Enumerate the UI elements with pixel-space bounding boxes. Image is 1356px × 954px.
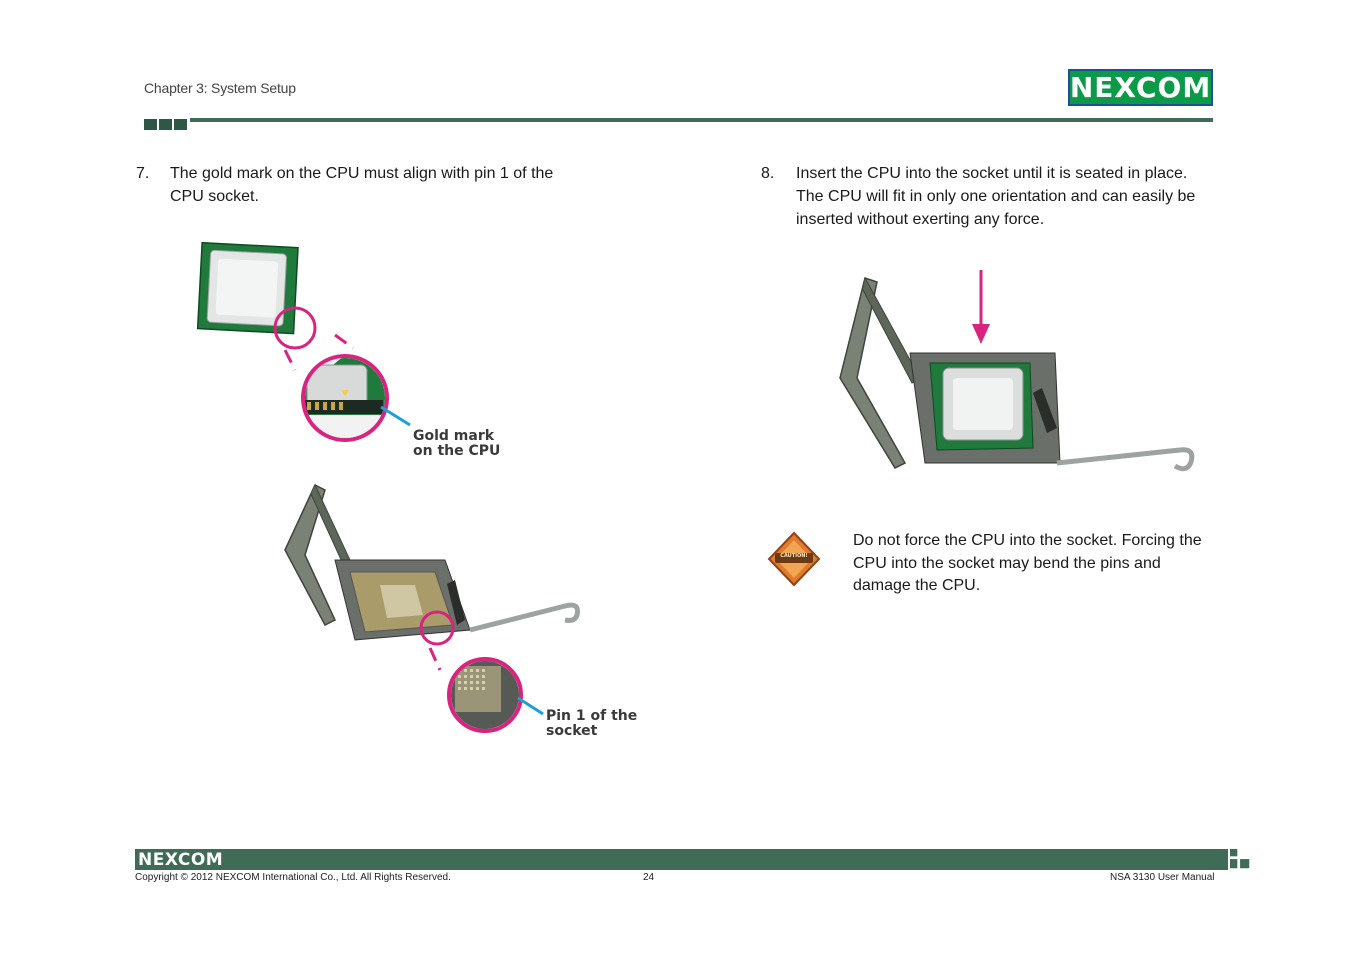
footer-squares	[1230, 849, 1250, 869]
header-rule	[190, 118, 1213, 122]
header-blocks	[144, 119, 187, 130]
callout-line: on the CPU	[413, 443, 501, 459]
footer-bar	[135, 849, 1228, 870]
caution-text: Do not force the CPU into the socket. Fo…	[853, 532, 1202, 594]
footer-logo: NEXCOM	[138, 849, 224, 870]
manual-title: NSA 3130 User Manual	[1110, 872, 1215, 883]
callout-line: Gold mark	[413, 428, 495, 444]
step-8: 8. Insert the CPU into the socket until …	[761, 162, 1221, 231]
step-text: The gold mark on the CPU must align with…	[170, 165, 554, 205]
cpu-insert-figure	[839, 270, 1195, 472]
page-number: 24	[643, 872, 655, 883]
copyright-text: Copyright © 2012 NEXCOM International Co…	[135, 872, 451, 883]
socket-pin1-figure	[284, 483, 580, 733]
caution-badge-label: CAUTION!	[780, 553, 808, 559]
step-number: 7.	[136, 165, 150, 182]
step-number: 8.	[761, 165, 775, 182]
step-text: Insert the CPU into the socket until it …	[796, 165, 1196, 228]
chapter-title: Chapter 3: System Setup	[144, 80, 296, 96]
callout-line: Pin 1 of the	[546, 708, 638, 724]
callout-line: socket	[546, 723, 598, 739]
caution-icon	[767, 531, 821, 587]
gold-mark-callout: Gold mark on the CPU	[413, 429, 500, 459]
step-7: 7. The gold mark on the CPU must align w…	[136, 162, 581, 208]
pin1-callout: Pin 1 of the socket	[546, 709, 637, 739]
nexcom-logo: NEXCOM	[1068, 69, 1213, 106]
logo-text: NEXCOM	[1069, 71, 1212, 104]
cpu-gold-mark-figure	[196, 241, 411, 442]
